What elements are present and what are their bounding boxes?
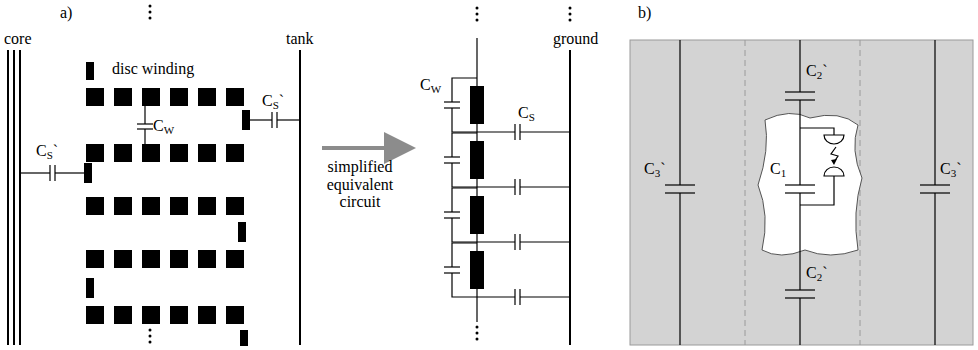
disc-turn <box>86 250 104 268</box>
disc-turn <box>198 144 216 162</box>
part-label: core <box>4 30 32 48</box>
insulation-region <box>630 40 973 345</box>
capacitance-label: C3` <box>940 160 962 178</box>
disc-turn <box>170 250 188 268</box>
tank-line <box>299 50 301 345</box>
disc-turn <box>226 306 244 324</box>
disc-turn <box>226 250 244 268</box>
panel-label: b) <box>638 4 651 22</box>
ellipsis-dot <box>149 329 152 332</box>
parallel-capacitor <box>444 243 477 297</box>
shunt-capacitor <box>477 289 570 305</box>
ellipsis-dots <box>149 5 572 344</box>
inductor-block <box>470 141 484 179</box>
ground-line <box>569 50 571 345</box>
ellipsis-dot <box>149 17 152 20</box>
ellipsis-dot <box>569 19 572 22</box>
disc-turn <box>198 250 216 268</box>
disc-winding <box>86 88 244 324</box>
capacitance-label: C2` <box>806 264 828 282</box>
inductor-block <box>470 196 484 234</box>
disc-turn <box>86 144 104 162</box>
capacitance-label: CS` <box>36 142 58 160</box>
capacitance-label: CW <box>153 117 174 135</box>
ellipsis-dot <box>569 13 572 16</box>
boundary-dashed <box>860 40 861 345</box>
disc-turn <box>170 197 188 215</box>
arrow-note: simplified equivalent circuit <box>318 158 402 211</box>
ellipsis-dot <box>149 11 152 14</box>
disc-turn <box>170 144 188 162</box>
disc-turn <box>170 88 188 106</box>
parallel-capacitor <box>444 133 477 187</box>
ellipsis-dot <box>476 19 479 22</box>
disc-turn <box>86 306 104 324</box>
simplify-arrow <box>322 146 404 150</box>
ellipsis-dot <box>476 338 479 341</box>
capacitance-label: C3` <box>644 160 666 178</box>
capacitance-label: C2` <box>806 62 828 80</box>
parallel-capacitor <box>444 78 477 132</box>
shunt-capacitor <box>477 179 570 195</box>
disc-turn <box>226 144 244 162</box>
spark-arrowhead <box>831 159 837 165</box>
part-label: disc winding <box>112 60 194 78</box>
disc-turn <box>198 197 216 215</box>
ellipsis-dot <box>149 335 152 338</box>
ellipsis-dot <box>569 7 572 10</box>
disc-turn <box>142 88 160 106</box>
part-label: ground <box>553 30 598 48</box>
shunt-capacitor <box>477 234 570 250</box>
capacitance-label: C1 <box>770 160 786 178</box>
capacitance-label: CW <box>420 76 441 94</box>
capacitance-label: CS` <box>262 92 284 110</box>
inductor-block <box>470 86 484 124</box>
winding-capacitor <box>137 106 153 148</box>
inductor-block <box>470 251 484 289</box>
ellipsis-dot <box>149 341 152 344</box>
part-label: tank <box>286 30 314 48</box>
equivalent-circuit <box>444 78 570 305</box>
disc-turn <box>170 306 188 324</box>
ellipsis-dot <box>149 5 152 8</box>
disc-turn <box>142 250 160 268</box>
disc-turn <box>226 197 244 215</box>
disc-turn <box>114 88 132 106</box>
ellipsis-dot <box>476 13 479 16</box>
disc-turn <box>142 197 160 215</box>
stray-capacitor <box>20 165 84 181</box>
parallel-capacitor <box>444 188 477 242</box>
crossover-blocks <box>84 62 250 346</box>
disc-turn <box>198 88 216 106</box>
disc-turn <box>86 197 104 215</box>
shunt-capacitor <box>477 124 570 140</box>
core-lines <box>8 50 20 345</box>
disc-turn <box>198 306 216 324</box>
disc-turn <box>86 88 104 106</box>
boundary-dashed <box>745 40 746 345</box>
capacitor-network <box>665 40 950 345</box>
disc-turn <box>114 250 132 268</box>
disc-turn <box>114 144 132 162</box>
capacitance-label: CS <box>518 104 535 122</box>
stray-capacitor <box>250 112 300 128</box>
void-cloud <box>758 113 862 255</box>
disc-turn <box>114 306 132 324</box>
disc-turn <box>114 197 132 215</box>
ellipsis-dot <box>476 332 479 335</box>
ellipsis-dot <box>476 7 479 10</box>
disc-turn <box>142 144 160 162</box>
disc-turn <box>142 306 160 324</box>
disc-turn <box>226 88 244 106</box>
ellipsis-dot <box>476 326 479 329</box>
panel-label: a) <box>60 4 72 22</box>
